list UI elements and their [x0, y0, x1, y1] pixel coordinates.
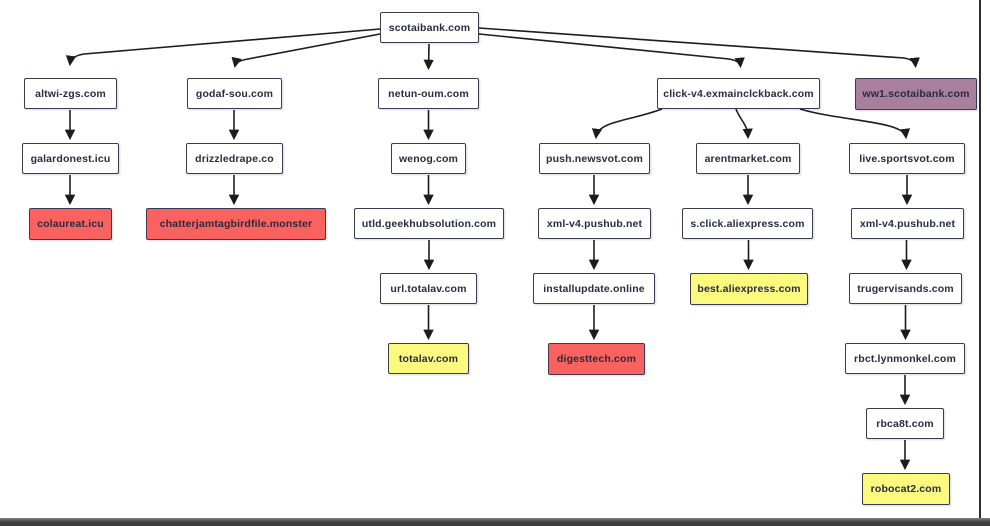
edge: [591, 108, 663, 140]
node-netun-oum-com: netun-oum.com: [378, 78, 479, 109]
node-galardonest-icu: galardonest.icu: [22, 143, 119, 174]
node-utld-geekhubsolution-com: utld.geekhubsolution.com: [354, 208, 504, 239]
node-digesttech-com: digesttech.com: [548, 343, 645, 375]
node-rbct-lynmonkel-com: rbct.lynmonkel.com: [845, 343, 965, 374]
node-url-totalav-com: url.totalav.com: [380, 273, 477, 304]
edge: [231, 33, 381, 69]
edge: [65, 28, 381, 67]
node-chatterjamtagbirdfile-monster: chatterjamtagbirdfile.monster: [146, 208, 326, 240]
edge: [735, 108, 753, 140]
node-altwi-zgs-com: altwi-zgs.com: [24, 78, 117, 109]
node-live-sportsvot-com: live.sportsvot.com: [849, 143, 965, 174]
node-rbca8t-com: rbca8t.com: [866, 408, 944, 439]
node-totalav-com: totalav.com: [388, 343, 469, 374]
node-installupdate-online: installupdate.online: [533, 273, 655, 304]
node-trugervisands-com: trugervisands.com: [849, 273, 962, 304]
node-drizzledrape-co: drizzledrape.co: [186, 143, 283, 174]
node-scotaibank-com: scotaibank.com: [380, 12, 479, 43]
edge: [423, 43, 434, 71]
node-click-v4-exmainclckback-com: click-v4.exmainclckback.com: [657, 78, 820, 109]
node-wenog-com: wenog.com: [391, 143, 466, 174]
node-best-aliexpress-com: best.aliexpress.com: [690, 273, 808, 305]
node-xml-v4-pushub-net-2: xml-v4.pushub.net: [851, 208, 964, 239]
node-godaf-sou-com: godaf-sou.com: [187, 78, 282, 109]
node-arentmarket-com: arentmarket.com: [696, 143, 800, 174]
node-ww1-scotaibank-com: ww1.scotaibank.com: [855, 78, 977, 110]
edge: [478, 27, 920, 69]
node-colaureat-icu: colaureat.icu: [29, 208, 112, 240]
window-right-border: [979, 0, 981, 518]
node-xml-v4-pushub-net: xml-v4.pushub.net: [538, 208, 651, 239]
node-push-newsvot-com: push.newsvot.com: [539, 143, 650, 174]
node-s-click-aliexpress-com: s.click.aliexpress.com: [682, 208, 813, 239]
edge: [478, 33, 745, 69]
window-bottom-bar: [0, 518, 990, 526]
edge: [799, 108, 911, 140]
node-robocat2-com: robocat2.com: [862, 473, 950, 505]
